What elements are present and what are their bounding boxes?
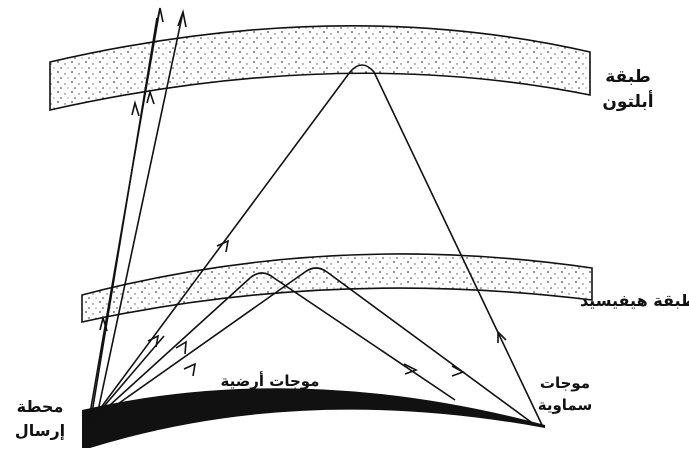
heaviside-layer-band [81, 253, 593, 323]
ground-ray-arrow [147, 334, 160, 348]
escaping-ray-2 [94, 11, 184, 426]
sky-waves-label-line2: سماوية [538, 396, 593, 414]
sky-wave-appleton-arrows [216, 239, 507, 343]
ground-ray [87, 335, 165, 426]
sky-wave-heaviside-arrows [175, 340, 465, 377]
transmitting-station-label-line2: إرسال [15, 421, 65, 440]
appleton-layer-label-line1: طبقة [605, 67, 651, 87]
sky-wave-heaviside-2 [87, 267, 536, 426]
escaping-ray-1-arrows [156, 7, 164, 23]
appleton-layer-band [49, 24, 591, 111]
sky-wave-appleton [87, 64, 543, 426]
appleton-layer-label-line2: أبلتون [602, 90, 653, 112]
sky-wave-heaviside-1 [87, 272, 456, 426]
sky-waves-label-line1: موجات [540, 374, 590, 392]
escaping-ray-2-arrows [177, 9, 187, 28]
escaping-ray-mid-arrows [99, 89, 155, 332]
transmitting-station-label-line1: محطة [17, 397, 64, 416]
heaviside-layer-label: طبقة هيفيسيد [580, 291, 689, 310]
escaping-ray-3 [89, 17, 158, 426]
earth-surface [82, 388, 545, 448]
ground-waves-label: موجات أرضية [221, 371, 320, 390]
